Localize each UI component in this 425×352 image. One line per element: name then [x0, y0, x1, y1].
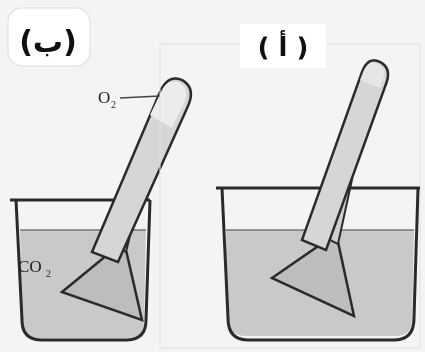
test-tube-a-body: [300, 59, 390, 252]
panel-a: ( أ ): [159, 24, 421, 349]
oxygen-label: O: [98, 88, 110, 107]
test-tube-b-gas-space: [150, 81, 187, 128]
panel-a-label-box: [240, 24, 326, 68]
beaker-a-glass: [216, 186, 420, 342]
panel-b: (ب) O 2 CO 2: [7, 7, 193, 342]
panel-a-label: ( أ ): [258, 30, 309, 63]
panel-b-label: (ب): [19, 25, 77, 60]
test-tube-b: [90, 77, 193, 264]
oxygen-label-subscript: 2: [111, 100, 116, 111]
carbon-dioxide-label: CO: [18, 257, 42, 276]
oxygen-pointer-line: [119, 95, 161, 99]
panel-b-label-box: [7, 7, 91, 67]
carbon-dioxide-label-subscript: 2: [46, 269, 51, 280]
test-tube-a-gas-space: [360, 62, 385, 88]
test-tube-a: [300, 59, 390, 252]
